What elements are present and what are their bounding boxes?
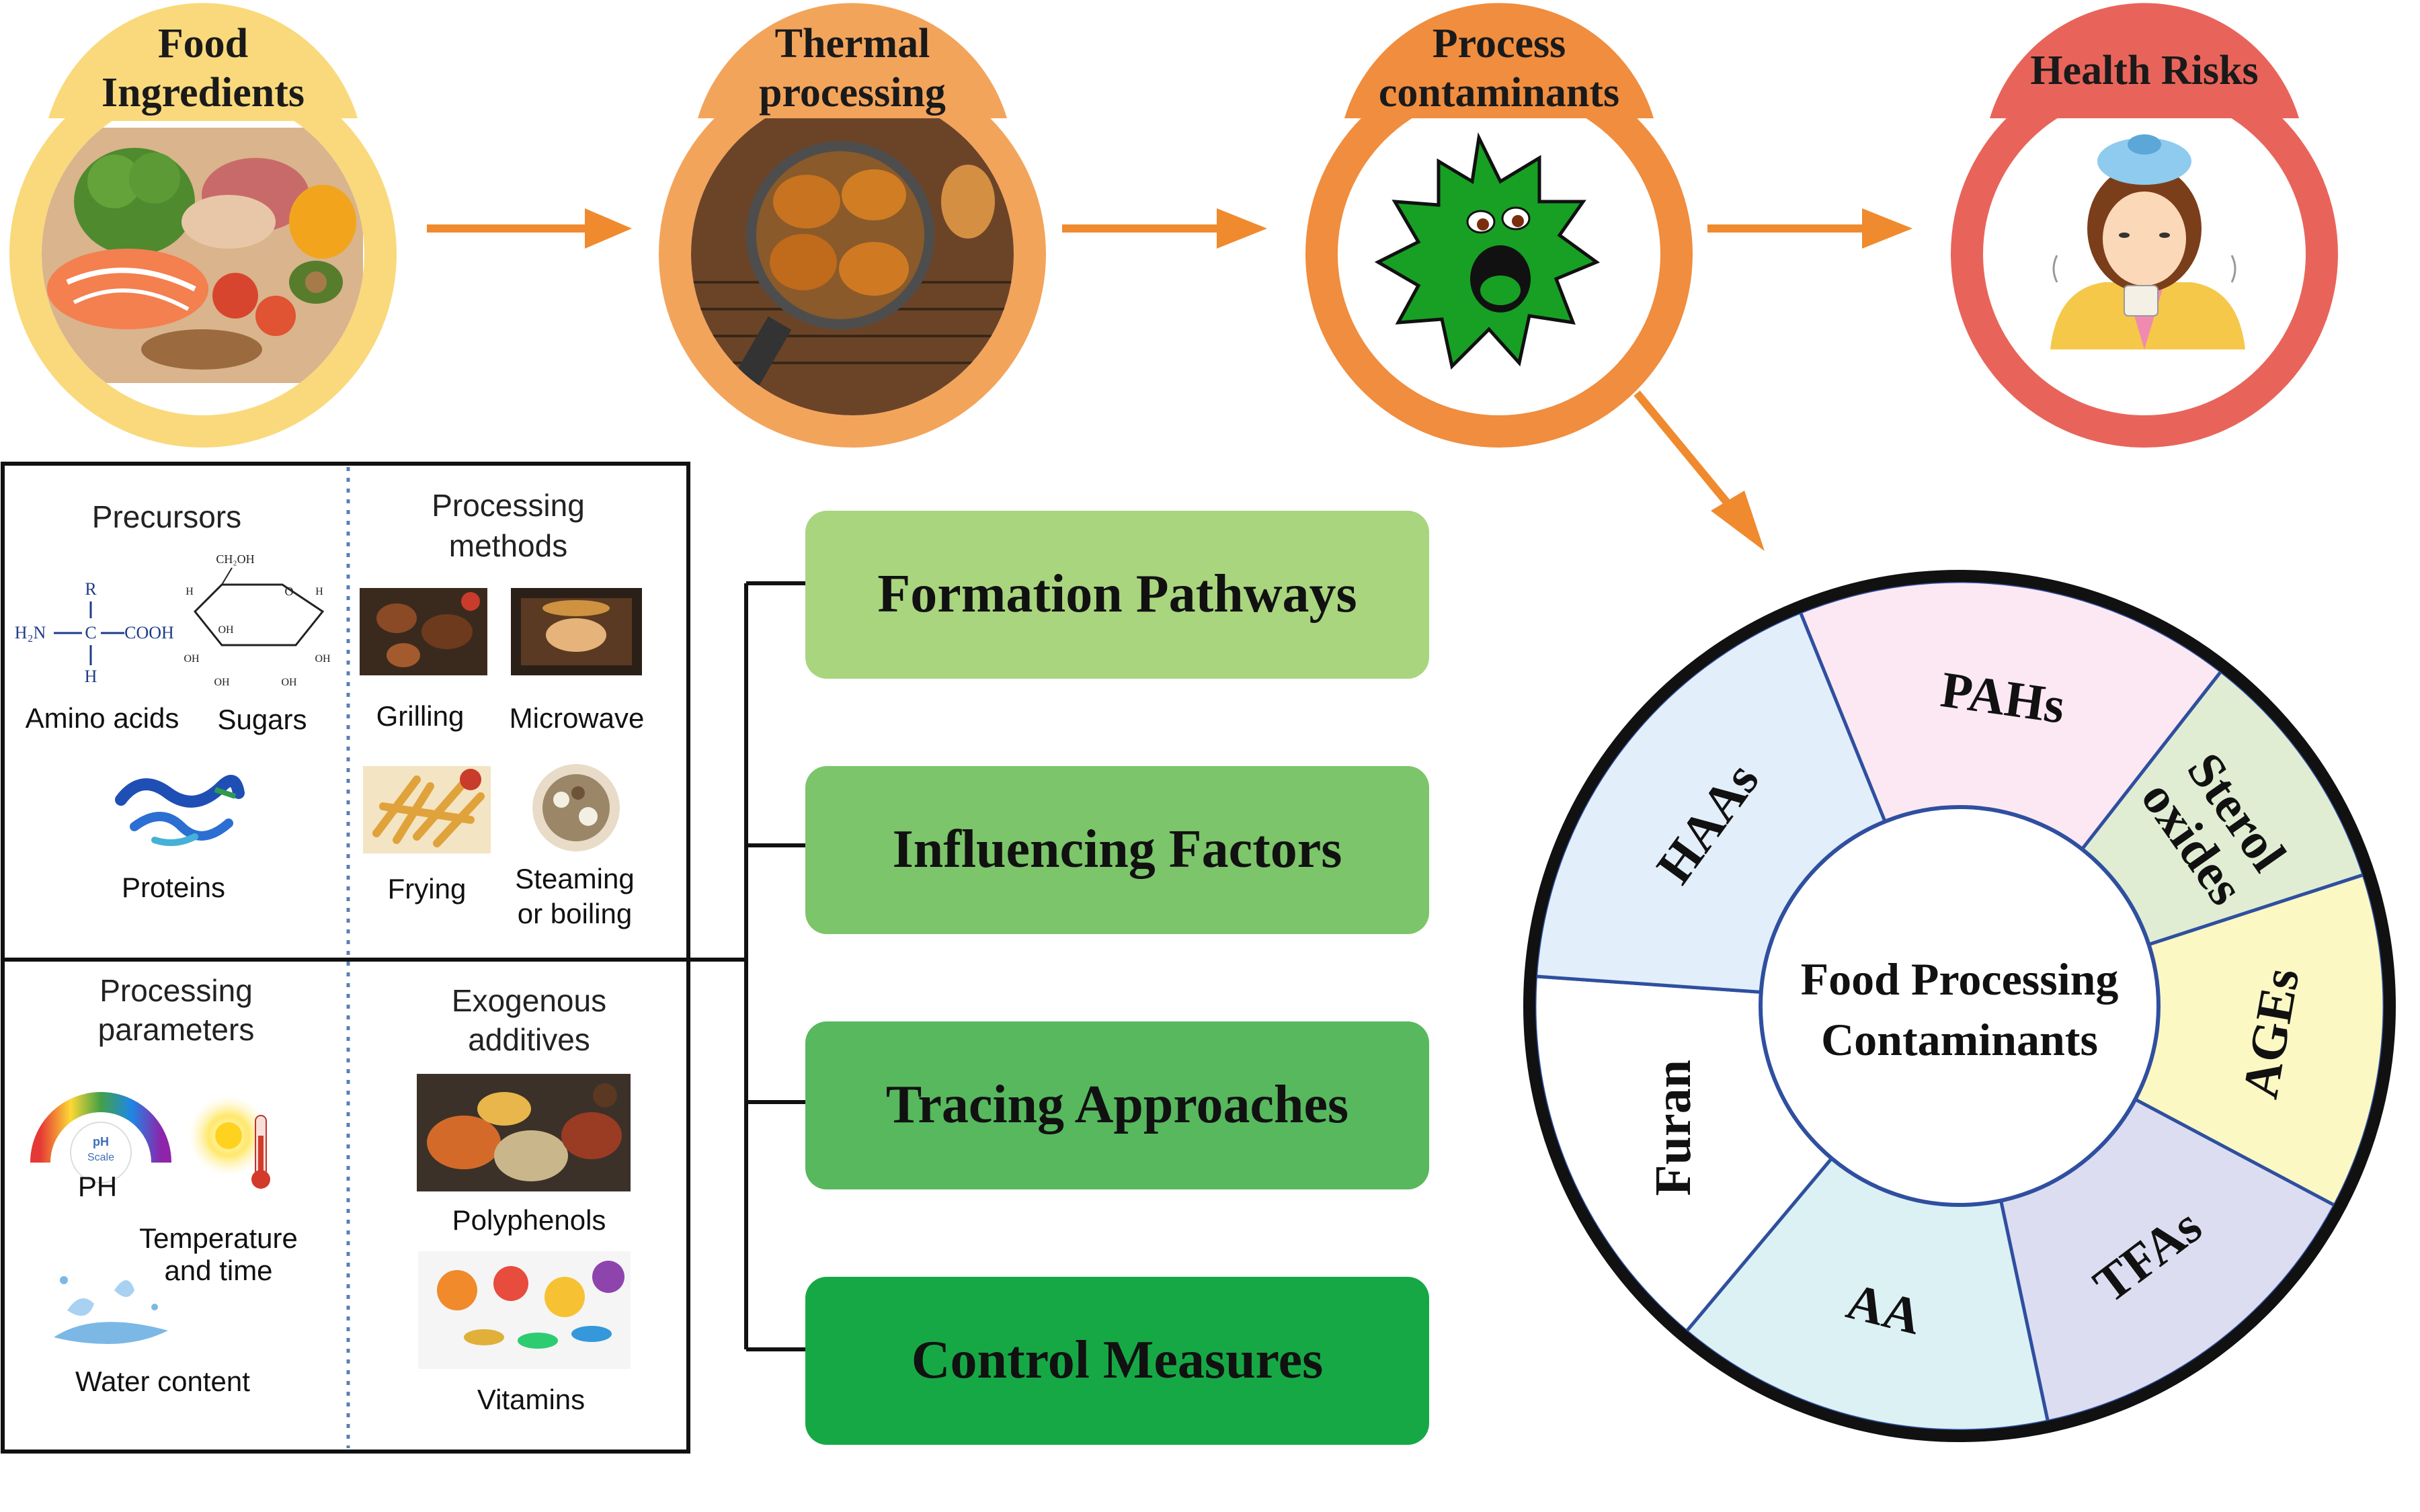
process-contaminants-label-1: Process: [1433, 21, 1566, 67]
amino-acids-label: Amino acids: [26, 702, 179, 734]
wheel-center: [1759, 805, 2161, 1207]
processing-methods-title-1: Processing: [432, 488, 585, 523]
wheel-outer-rim: [1523, 570, 2396, 1442]
ph-label: PH: [78, 1171, 117, 1202]
svg-text:O: O: [285, 585, 294, 598]
left-panel: Precursors R H₂N C COOH H CH₂OH O OH OH …: [1, 462, 690, 1454]
svg-text:OH: OH: [218, 624, 234, 636]
control-measures-box: [805, 1277, 1429, 1445]
thermal-processing-label-1: Thermal: [775, 21, 930, 67]
formation-pathways-box: [805, 511, 1429, 679]
svg-text:H₂N: H₂N: [15, 623, 46, 642]
svg-text:OH: OH: [281, 677, 297, 688]
topic-boxes: Formation Pathways Influencing Factors T…: [805, 511, 1429, 1445]
svg-text:OH: OH: [184, 653, 200, 665]
processing-parameters-title-2: parameters: [98, 1012, 255, 1047]
food-ingredients-node: Food Ingredients: [9, 3, 397, 448]
proteins-label: Proteins: [122, 872, 225, 903]
tracing-approaches-box: [805, 1021, 1429, 1189]
svg-text:Scale: Scale: [87, 1152, 114, 1163]
water-content-label: Water content: [75, 1366, 250, 1397]
vitamins-image: [418, 1251, 631, 1369]
water-splash-icon: [54, 1276, 168, 1344]
health-risks-label: Health Risks: [2030, 48, 2258, 93]
grilling-image: [360, 588, 487, 675]
svg-text:H: H: [186, 586, 194, 597]
process-contaminants-label-2: contaminants: [1379, 70, 1619, 116]
thermal-processing-label-2: processing: [759, 70, 946, 116]
flow-arrow-1: [427, 208, 632, 249]
health-risks-node: Health Risks: [1951, 3, 2338, 448]
frying-pan-image: [691, 94, 1014, 415]
flow-arrow-2: [1062, 208, 1267, 249]
temperature-label-2: and time: [164, 1255, 272, 1286]
flow-arrow-3: [1707, 208, 1912, 249]
processing-methods-title-2: methods: [449, 528, 567, 563]
food-ingredients-image: [42, 128, 363, 383]
vitamins-label: Vitamins: [477, 1384, 585, 1415]
steaming-image: [514, 763, 639, 853]
germ-icon: [1374, 132, 1601, 370]
processing-methods-section: Processing methods Grilling Microwave: [360, 488, 644, 929]
ph-scale-icon: pH Scale: [30, 1092, 171, 1183]
process-contaminants-node: Process contaminants: [1305, 3, 1693, 448]
svg-text:C: C: [85, 623, 96, 642]
amino-acid-structure: R H₂N C COOH H: [15, 579, 174, 686]
exogenous-additives-title-2: additives: [468, 1022, 590, 1057]
steaming-label-2: or boiling: [518, 898, 632, 929]
steaming-label-1: Steaming: [515, 863, 634, 894]
grilling-label: Grilling: [376, 700, 465, 732]
frying-label: Frying: [388, 873, 467, 905]
processing-parameters-title-1: Processing: [99, 973, 253, 1008]
polyphenols-label: Polyphenols: [452, 1204, 606, 1236]
frying-image: [363, 766, 491, 853]
svg-text:COOH: COOH: [124, 623, 174, 642]
temperature-icon: [188, 1095, 270, 1189]
sick-person-icon: [2050, 134, 2245, 349]
wheel-center-label-2: Contaminants: [1821, 1014, 2098, 1065]
wheel-label-furan: Furan: [1645, 1060, 1701, 1196]
svg-text:H: H: [85, 667, 97, 686]
wheel-center-label-1: Food Processing: [1801, 954, 2119, 1005]
microwave-image: [511, 588, 642, 675]
influencing-factors-label: Influencing Factors: [893, 820, 1342, 879]
food-ingredients-label-2: Ingredients: [102, 70, 305, 116]
svg-text:OH: OH: [315, 653, 331, 665]
sugars-label: Sugars: [217, 704, 307, 735]
thermal-processing-node: Thermal processing: [659, 3, 1046, 448]
svg-text:pH: pH: [93, 1135, 109, 1148]
exogenous-additives-section: Exogenous additives Polyphenols: [417, 983, 631, 1415]
tracing-approaches-label: Tracing Approaches: [886, 1075, 1348, 1134]
precursors-section: Precursors R H₂N C COOH H CH₂OH O OH OH …: [15, 499, 331, 903]
protein-structure-icon: [115, 775, 245, 846]
processing-parameters-section: Processing parameters pH Scale PH Temper…: [30, 973, 298, 1397]
contaminants-wheel: Food Processing Contaminants PAHsSterolo…: [1523, 570, 2396, 1442]
flow-arrow-diagonal: [1634, 390, 1765, 551]
precursors-title: Precursors: [92, 499, 241, 534]
formation-pathways-label: Formation Pathways: [877, 564, 1357, 624]
svg-text:OH: OH: [214, 677, 230, 688]
bracket-connector: [688, 581, 807, 1351]
temperature-label-1: Temperature: [139, 1222, 298, 1254]
svg-text:R: R: [85, 579, 97, 599]
control-measures-label: Control Measures: [912, 1331, 1324, 1390]
sugar-structure: CH₂OH O OH OH OH OH OH H H: [184, 552, 331, 688]
influencing-factors-box: [805, 766, 1429, 934]
svg-text:CH₂OH: CH₂OH: [216, 552, 254, 566]
polyphenols-image: [417, 1074, 631, 1191]
food-ingredients-label-1: Food: [158, 21, 248, 67]
exogenous-additives-title-1: Exogenous: [452, 983, 606, 1018]
svg-text:H: H: [315, 586, 323, 597]
microwave-label: Microwave: [510, 702, 645, 734]
